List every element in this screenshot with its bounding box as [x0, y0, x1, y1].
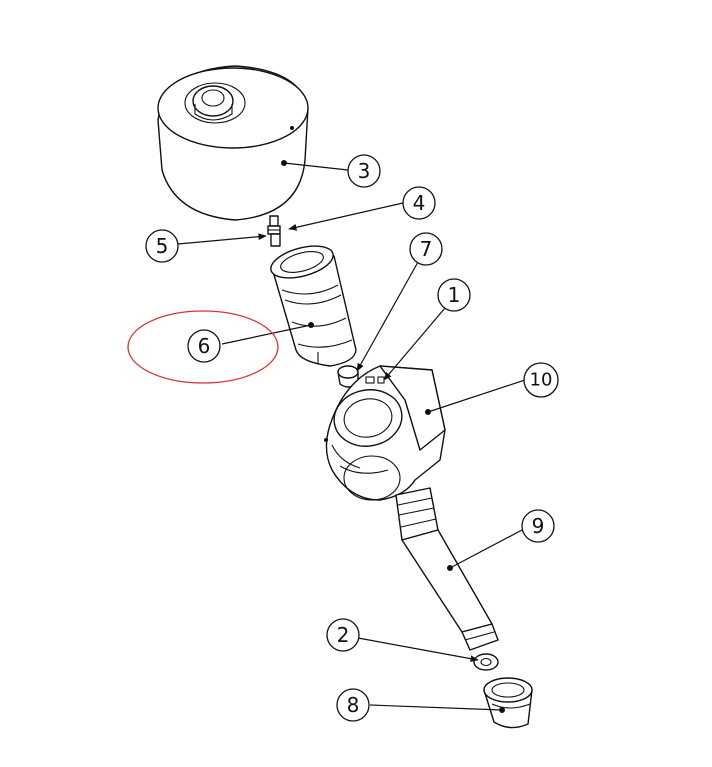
- callout-5[interactable]: 5: [145, 229, 179, 263]
- callout-label: 9: [532, 514, 545, 538]
- callout-label: 4: [413, 191, 426, 215]
- part-6-sleeve: [270, 245, 357, 367]
- leader-lines: [177, 160, 526, 713]
- callout-4[interactable]: 4: [402, 186, 436, 220]
- part-3-cap: [157, 65, 309, 221]
- callout-label: 1: [448, 283, 461, 307]
- callout-label: 10: [530, 370, 553, 391]
- callout-label: 3: [358, 159, 371, 183]
- callout-label: 8: [347, 693, 360, 717]
- callout-1[interactable]: 1: [437, 278, 471, 312]
- part-5-fitting: [267, 215, 281, 247]
- callout-2[interactable]: 2: [326, 618, 360, 652]
- callout-9[interactable]: 9: [521, 509, 555, 543]
- part-8-endcap: [483, 677, 533, 729]
- part-2-nut: [473, 653, 499, 671]
- callout-10[interactable]: 10: [523, 362, 559, 398]
- part-9-shaft: [395, 487, 499, 651]
- callout-3[interactable]: 3: [347, 154, 381, 188]
- callout-6[interactable]: 6: [187, 329, 221, 363]
- callout-label: 7: [420, 237, 433, 261]
- callout-label: 2: [337, 623, 350, 647]
- callout-label: 6: [198, 334, 211, 358]
- callout-7[interactable]: 7: [409, 232, 443, 266]
- callout-8[interactable]: 8: [336, 688, 370, 722]
- callout-label: 5: [156, 234, 169, 258]
- highlight-ellipse: [127, 310, 279, 384]
- part-10-clamp: [324, 365, 446, 501]
